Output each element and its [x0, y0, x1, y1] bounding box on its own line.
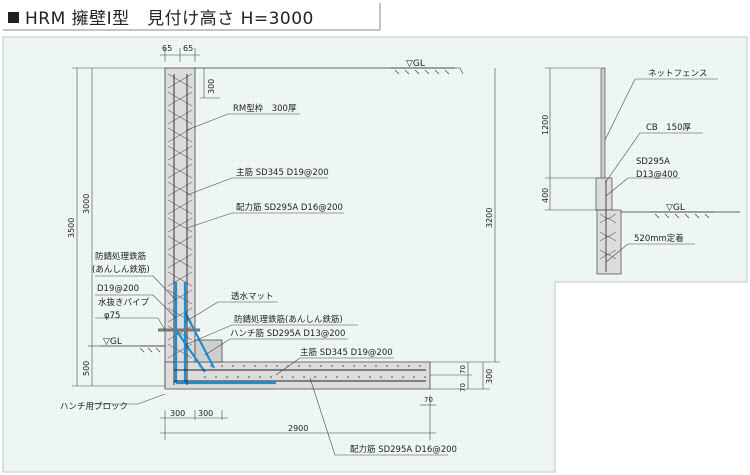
title-label: HRM 擁壁Ⅰ型 見付け高さ H=3000 — [25, 9, 314, 29]
dim-65a: 65 — [162, 44, 172, 53]
base-slab — [164, 361, 431, 390]
dim-3000: 3000 — [82, 194, 91, 214]
label-cb: CB 150厚 — [646, 123, 691, 133]
dim-1200: 1200 — [541, 115, 550, 135]
label-main-bar-wall: 主筋 SD345 D19@200 — [236, 167, 329, 178]
label-dist-bar-base: 配力筋 SD295A D16@200 — [350, 444, 457, 455]
dim-2900: 2900 — [288, 424, 308, 433]
dim-300-b1: 300 — [170, 409, 185, 418]
dim-400: 400 — [541, 188, 550, 203]
label-rust-bar-title2: (あんしん鉄筋) — [92, 264, 150, 275]
fence-wall-top — [596, 209, 622, 275]
label-drain-pipe2: φ75 — [104, 311, 120, 321]
label-haunch-bar: ハンチ筋 SD295A D13@200 — [230, 328, 345, 339]
page-title: HRM 擁壁Ⅰ型 見付け高さ H=3000 — [8, 4, 314, 29]
dim-70a: 70 — [459, 365, 467, 374]
label-permeable-mat: 透水マット — [231, 291, 274, 302]
dim-65b: 65 — [183, 44, 193, 53]
gl-main-label: ▽GL — [406, 59, 425, 69]
dim-70-base: 70 — [424, 396, 433, 404]
dim-70b: 70 — [459, 383, 467, 392]
label-rust-bar-spec: D19@200 — [97, 284, 139, 294]
label-d13: D13@400 — [636, 170, 678, 180]
label-rust-bar-base: 防錆処理鉄筋(あんしん鉄筋) — [234, 314, 343, 325]
rust-proof-rebar — [174, 282, 276, 385]
cb-block — [595, 177, 613, 211]
title-bar: HRM 擁壁Ⅰ型 見付け高さ H=3000 — [0, 0, 380, 30]
dim-300-top: 300 — [207, 79, 216, 94]
label-rm-frame: RM型枠 300厚 — [233, 103, 297, 114]
label-dist-bar-wall: 配力筋 SD295A D16@200 — [236, 202, 343, 213]
label-embed: 520mm定着 — [634, 233, 684, 244]
dim-3500: 3500 — [67, 218, 76, 238]
dim-300-right: 300 — [485, 369, 494, 384]
label-main-bar-base: 主筋 SD345 D19@200 — [300, 347, 393, 358]
gl-left-label: ▽GL — [103, 337, 122, 347]
label-net-fence: ネットフェンス — [648, 69, 707, 79]
label-haunch-block: ハンチ用ブロック — [60, 401, 128, 412]
dim-500: 500 — [82, 361, 91, 376]
title-square-marker — [8, 12, 19, 23]
dim-300-b2: 300 — [198, 409, 213, 418]
label-rust-bar-title1: 防錆処理鉄筋 — [95, 251, 146, 262]
fence-post — [600, 67, 606, 181]
label-sd295a: SD295A — [636, 157, 670, 167]
wall-block-pattern — [167, 73, 193, 359]
steel-rebar — [173, 74, 426, 385]
dim-3200: 3200 — [485, 208, 494, 228]
gl-fence-label: ▽GL — [666, 203, 685, 213]
label-drain-pipe1: 水抜きパイプ — [98, 297, 150, 308]
